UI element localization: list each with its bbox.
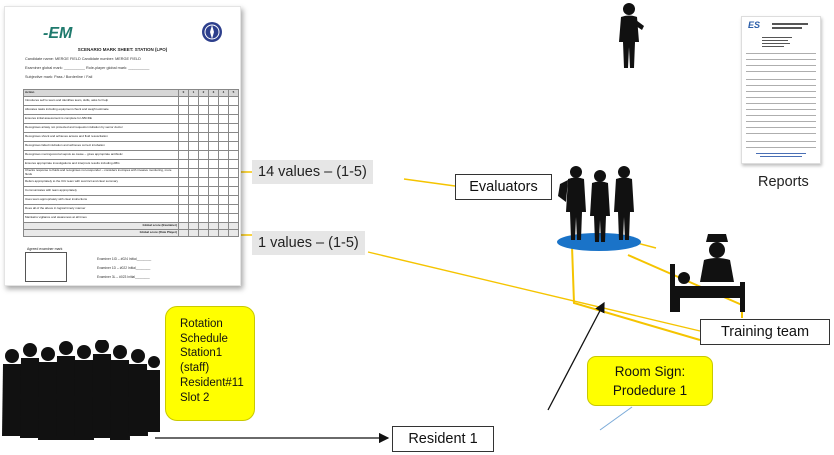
evaluators-label: Evaluators (455, 174, 552, 200)
values-14-label: 14 values – (1-5) (252, 160, 373, 184)
mark-table-header: Action 0 1 2 3 4 5 (23, 89, 239, 97)
rotation-line: Slot 2 (180, 391, 210, 404)
table-row: Recognises shock and achieves access and… (23, 132, 239, 142)
action-cell: Communicates with team appropriately (23, 186, 179, 196)
signature-line: Examiner 1ID – #024 Initial________ (97, 257, 152, 261)
rotation-line: Station1 (180, 347, 223, 360)
training-team-label: Training team (700, 319, 830, 345)
action-cell: Ensures initial assessment is complete f… (23, 114, 179, 124)
header-cell: Action (23, 89, 179, 97)
sheet-logo: -EM (43, 25, 73, 42)
header-cell: 0 (178, 89, 189, 97)
rotation-schedule-box: Rotation Schedule Station1 (staff) Resid… (165, 306, 255, 421)
line-1-to-training (367, 251, 701, 332)
resident-label: Resident 1 (392, 426, 494, 452)
total-label: Global score (Role Player) (23, 229, 179, 237)
header-cell: 4 (218, 89, 229, 97)
values-1-label: 1 values – (1-5) (252, 231, 365, 255)
action-cell: Allocates tasks including equipment chec… (23, 105, 179, 115)
mark-sheet-document: -EM SCENARIO MARK SHEET: STATION (LPO) C… (4, 6, 241, 286)
reports-document-lines (746, 23, 816, 157)
table-row: Does all of the above in logical timely … (23, 204, 239, 214)
header-cell: 3 (208, 89, 219, 97)
table-row: Recognises meningococcal sepsis as cause… (23, 150, 239, 160)
action-cell: Recognises shock and achieves access and… (23, 132, 179, 142)
residents-crowd-icon (2, 340, 160, 440)
arrow-to-evaluators (547, 301, 605, 411)
total-row-player: Global score (Role Player) (23, 229, 239, 237)
sheet-candidate-line: Candidate name: MERGE FIELD Candidate nu… (25, 57, 141, 61)
evaluators-figures-icon (557, 166, 641, 251)
action-cell: Uses team appropriately with clear instr… (23, 195, 179, 205)
sheet-examiner-line: Examiner global mark: __________ Role-pl… (25, 66, 150, 70)
line-roomsign-down (599, 406, 633, 431)
header-cell: 5 (228, 89, 239, 97)
action-cell: Checks response to fluids and recognises… (23, 168, 179, 178)
table-row: Introduces self to team and identifies t… (23, 96, 239, 106)
agreed-mark-label: Agreed examiner mark (27, 247, 63, 251)
header-cell: 2 (198, 89, 209, 97)
action-cell: Recognises failed intubation and achieve… (23, 141, 179, 151)
sheet-title: SCENARIO MARK SHEET: STATION (LPO) (77, 47, 168, 52)
rotation-line: Schedule (180, 332, 228, 345)
action-cell: Introduces self to team and identifies t… (23, 96, 179, 106)
patient-bed-icon (670, 234, 745, 312)
header-cell: 1 (188, 89, 199, 97)
sheet-subjective-line: Subjective mark: Pass / Borderline / Fai… (25, 75, 93, 79)
reports-logo: ES (748, 20, 761, 30)
rotation-line: (staff) (180, 362, 210, 375)
table-row: Ensures initial assessment is complete f… (23, 114, 239, 124)
table-row: Ensures appropriate investigations and i… (23, 159, 239, 169)
rotation-line: Resident#11 (180, 376, 244, 389)
table-row: Communicates with team appropriately (23, 186, 239, 196)
action-cell: Does all of the above in logical timely … (23, 204, 179, 214)
standing-person-icon (619, 3, 644, 68)
line-evaluator-training (571, 245, 701, 341)
signature-line: Examiner 3L – #023 Initial________ (97, 275, 150, 279)
reports-label: Reports (758, 174, 809, 190)
table-row: Allocates tasks including equipment chec… (23, 105, 239, 115)
table-row: Uses team appropriately with clear instr… (23, 195, 239, 205)
reports-document: ES (741, 16, 821, 164)
signature-line: Examiner 1D – #022 Initial________ (97, 266, 151, 270)
action-cell: Ensures appropriate investigations and i… (23, 159, 179, 169)
action-cell: Refers appropriately to the ICU team wit… (23, 177, 179, 187)
total-row-examiner: Global score (Examiner) (23, 222, 239, 230)
action-cell: Maintains vigilance and awareness at all… (23, 213, 179, 223)
room-sign-box: Room Sign: Prodedure 1 (587, 356, 713, 406)
table-row: Maintains vigilance and awareness at all… (23, 213, 239, 223)
table-row: Refers appropriately to the ICU team wit… (23, 177, 239, 187)
room-sign-line-1: Room Sign: (614, 364, 686, 379)
table-row: Recognises airway not protected and requ… (23, 123, 239, 133)
line-14-to-evaluators (403, 178, 456, 187)
table-row: Checks response to fluids and recognises… (23, 168, 239, 178)
agreed-mark-box (25, 252, 67, 282)
room-sign-line-2: Prodedure 1 (612, 383, 688, 398)
mark-table: Action 0 1 2 3 4 5 Introduces self to te… (23, 89, 239, 237)
emblem-icon (202, 22, 222, 42)
action-cell: Recognises airway not protected and requ… (23, 123, 179, 133)
table-row: Recognises failed intubation and achieve… (23, 141, 239, 151)
rotation-line: Rotation (180, 318, 223, 330)
action-cell: Recognises meningococcal sepsis as cause… (23, 150, 179, 160)
total-label: Global score (Examiner) (23, 222, 179, 230)
